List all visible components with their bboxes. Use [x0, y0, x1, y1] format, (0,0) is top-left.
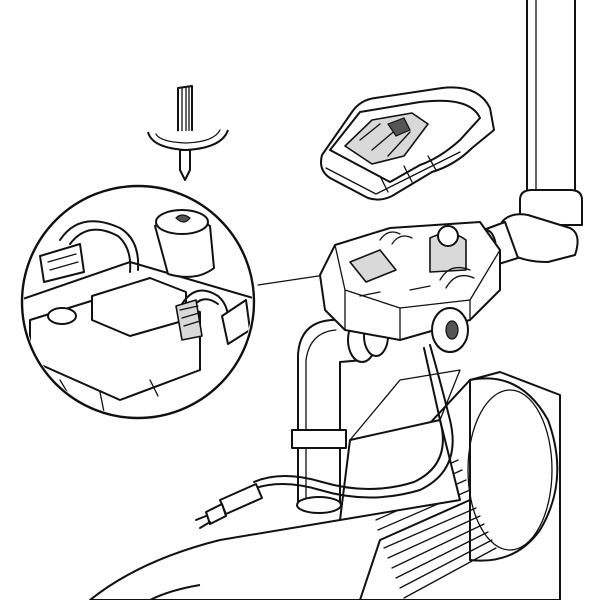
control-cover — [320, 86, 495, 201]
power-cable — [195, 344, 454, 529]
detail-magnifier — [20, 184, 256, 420]
pressure-controller — [319, 221, 501, 353]
screwdriver — [147, 85, 229, 181]
vertical-pipe — [475, 0, 583, 269]
